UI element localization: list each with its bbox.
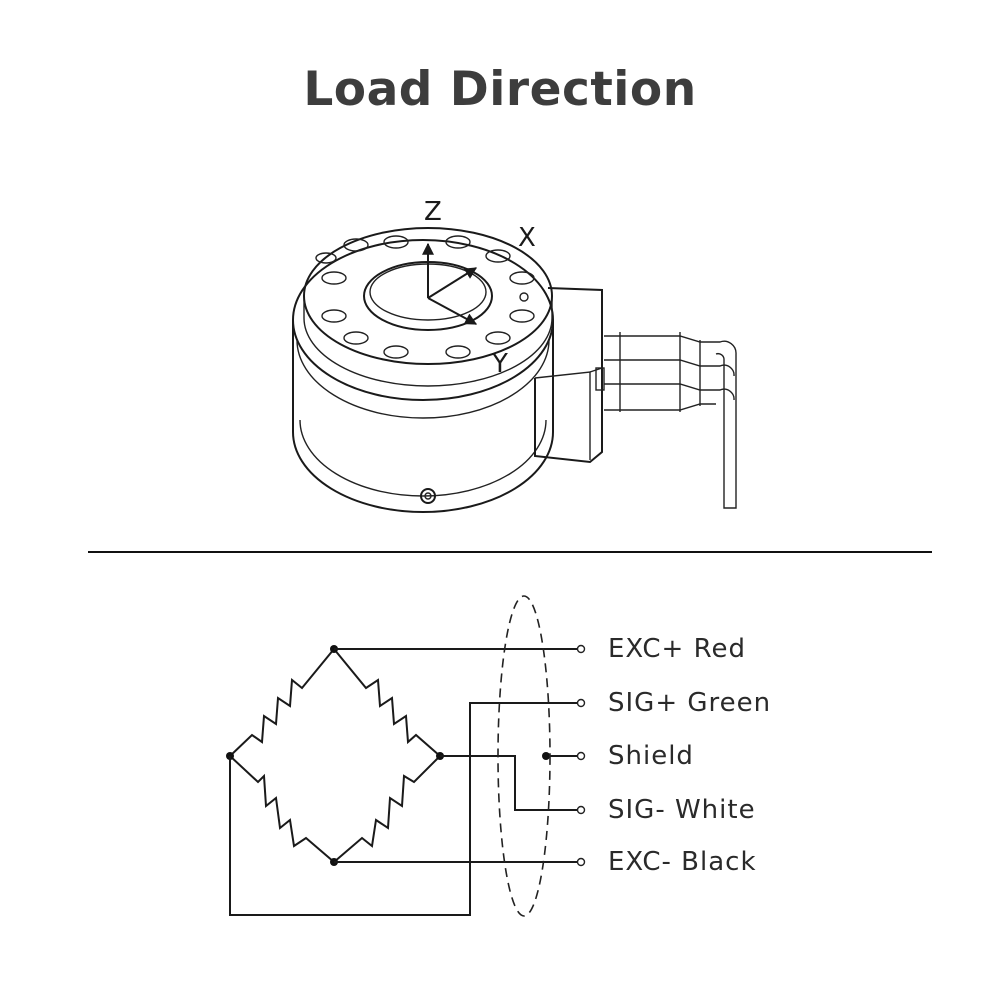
wiring-diagram: EXC+ Red SIG+ Green Shield SIG- White EX… xyxy=(226,595,771,917)
bolt-holes xyxy=(315,235,535,359)
wire-label-sig-plus: SIG+ Green xyxy=(608,688,771,718)
wire-label-exc-minus: EXC- Black xyxy=(608,847,757,877)
wire-label-shield: Shield xyxy=(608,741,694,771)
bridge-resistors xyxy=(229,648,441,863)
wire-label-exc-plus: EXC+ Red xyxy=(608,634,746,664)
axis-label-y: Y xyxy=(491,349,508,379)
page-title: Load Direction xyxy=(303,62,697,117)
load-cell-drawing: Z X Y xyxy=(292,197,737,513)
load-axes xyxy=(422,242,478,325)
terminals xyxy=(576,644,586,867)
wire-label-sig-minus: SIG- White xyxy=(608,795,756,825)
axis-label-x: X xyxy=(518,223,536,253)
cable-shield xyxy=(497,595,551,917)
axis-label-z: Z xyxy=(424,197,442,227)
cable-bundle xyxy=(604,332,737,509)
